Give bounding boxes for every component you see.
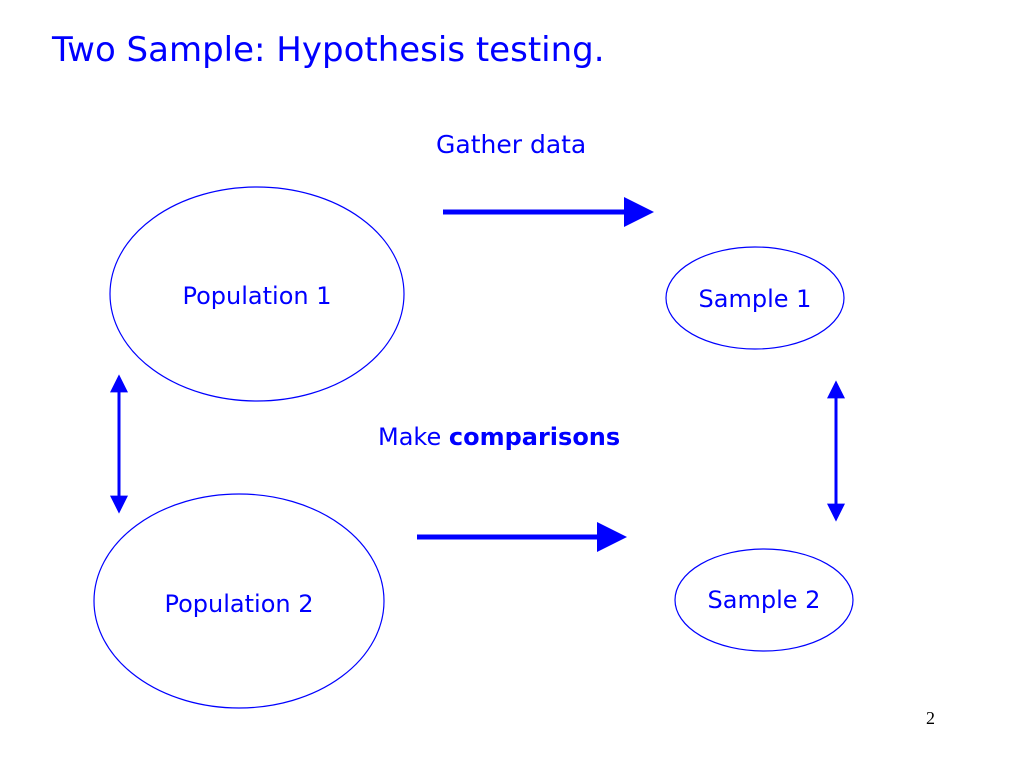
sample-2-label: Sample 2 <box>707 586 821 614</box>
population-1-label: Population 1 <box>182 282 332 310</box>
sample-1-label: Sample 1 <box>698 285 812 313</box>
slide-title: Two Sample: Hypothesis testing. <box>52 30 605 70</box>
sample-1-ellipse <box>665 246 845 350</box>
make-comparisons-prefix: Make <box>378 423 442 451</box>
population-1-ellipse <box>109 186 405 402</box>
population-2-ellipse <box>93 493 385 709</box>
population-2-label: Population 2 <box>164 590 314 618</box>
gather-data-label: Gather data <box>436 130 587 159</box>
page-number: 2 <box>926 708 935 728</box>
sample-2-ellipse <box>674 548 854 652</box>
make-comparisons-label: Make comparisons <box>378 423 620 451</box>
make-comparisons-emphasis: comparisons <box>448 423 621 451</box>
